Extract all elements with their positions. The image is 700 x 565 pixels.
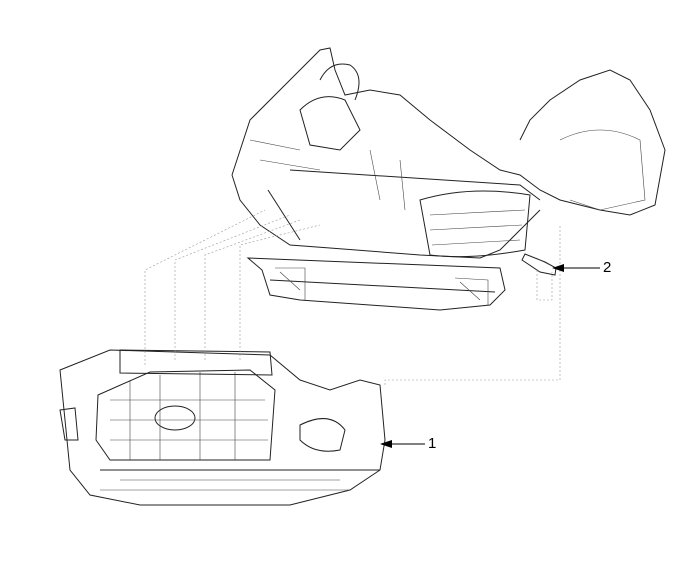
front-end-module <box>231 47 666 259</box>
callout-label-1: 1 <box>428 435 437 452</box>
bumper-side-bracket-drawing <box>521 253 557 276</box>
leader-lines <box>144 209 561 385</box>
callout-arrows <box>380 264 600 448</box>
bumper-beam <box>246 257 506 311</box>
front-bumper-cover-drawing <box>59 349 386 506</box>
callout-label-2: 2 <box>603 259 612 276</box>
